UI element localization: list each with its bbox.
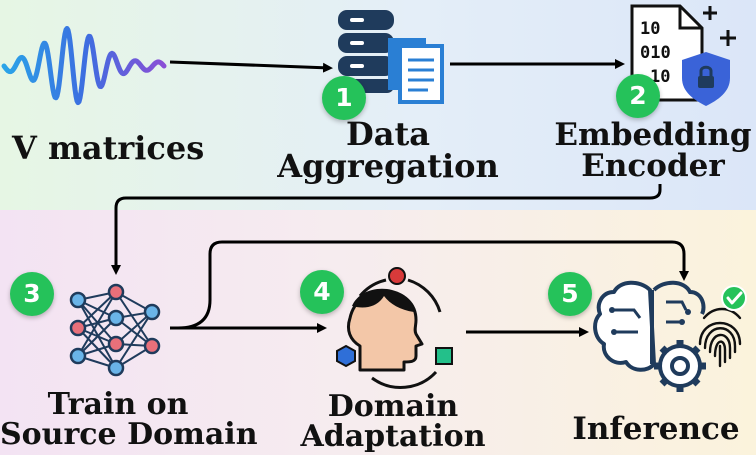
step-5-badge: 5 — [548, 272, 592, 316]
network-node — [143, 337, 161, 355]
network-edge — [77, 291, 117, 357]
step-1-label-line1: Data — [346, 115, 430, 153]
network-edge — [77, 317, 117, 357]
step-1-label: Data Aggregation — [268, 118, 508, 182]
brain-circuit-icon — [593, 280, 706, 372]
step-3-label-line2: Source Domain — [0, 417, 258, 452]
step-2-badge: 2 — [616, 74, 660, 118]
step-1-badge: 1 — [322, 76, 366, 120]
network-edge — [115, 311, 153, 369]
network-node — [143, 303, 161, 321]
svg-text:010: 010 — [640, 43, 671, 63]
step-3-label-line1: Train on — [47, 387, 189, 422]
network-edge — [77, 327, 117, 369]
arrow-train-to-inference — [177, 240, 689, 330]
step-2-label-line1: Embedding — [554, 117, 752, 153]
step-4-label-line1: Domain — [327, 389, 459, 424]
network-node — [107, 359, 125, 377]
step-1-label-line2: Aggregation — [277, 147, 499, 185]
step-3-badge: 3 — [10, 272, 54, 316]
network-node — [107, 283, 125, 301]
waveform-icon — [1, 26, 167, 106]
network-node — [69, 319, 87, 337]
gear-icon — [654, 340, 706, 392]
arrow-input-to-aggregation — [169, 60, 333, 73]
network-node — [69, 291, 87, 309]
svg-text:10: 10 — [640, 19, 660, 39]
network-edge — [77, 299, 117, 369]
checkmark-icon — [721, 285, 747, 311]
network-node — [107, 309, 125, 327]
head-profile-icon — [346, 288, 424, 372]
network-node — [69, 347, 87, 365]
shield-lock-icon — [682, 52, 730, 106]
step-5-label: Inference — [572, 411, 740, 447]
input-label: V matrices — [12, 129, 205, 167]
step-3-label: Train on Source Domain — [0, 387, 258, 452]
step-4-label: Domain Adaptation — [288, 392, 498, 452]
arrow-encoder-to-train — [111, 184, 662, 275]
network-node — [107, 335, 125, 353]
documents-icon — [388, 38, 444, 104]
neural-network-icon — [69, 283, 161, 377]
network-edge — [77, 291, 117, 329]
step-2-label-line2: Encoder — [581, 148, 725, 184]
step-2-label: Embedding Encoder — [548, 120, 756, 182]
fingerprint-icon — [698, 307, 742, 368]
cycle-nodes-icon — [336, 267, 453, 389]
step-4-badge: 4 — [300, 270, 344, 314]
network-edge — [115, 291, 153, 347]
step-4-label-line2: Adaptation — [300, 419, 486, 454]
